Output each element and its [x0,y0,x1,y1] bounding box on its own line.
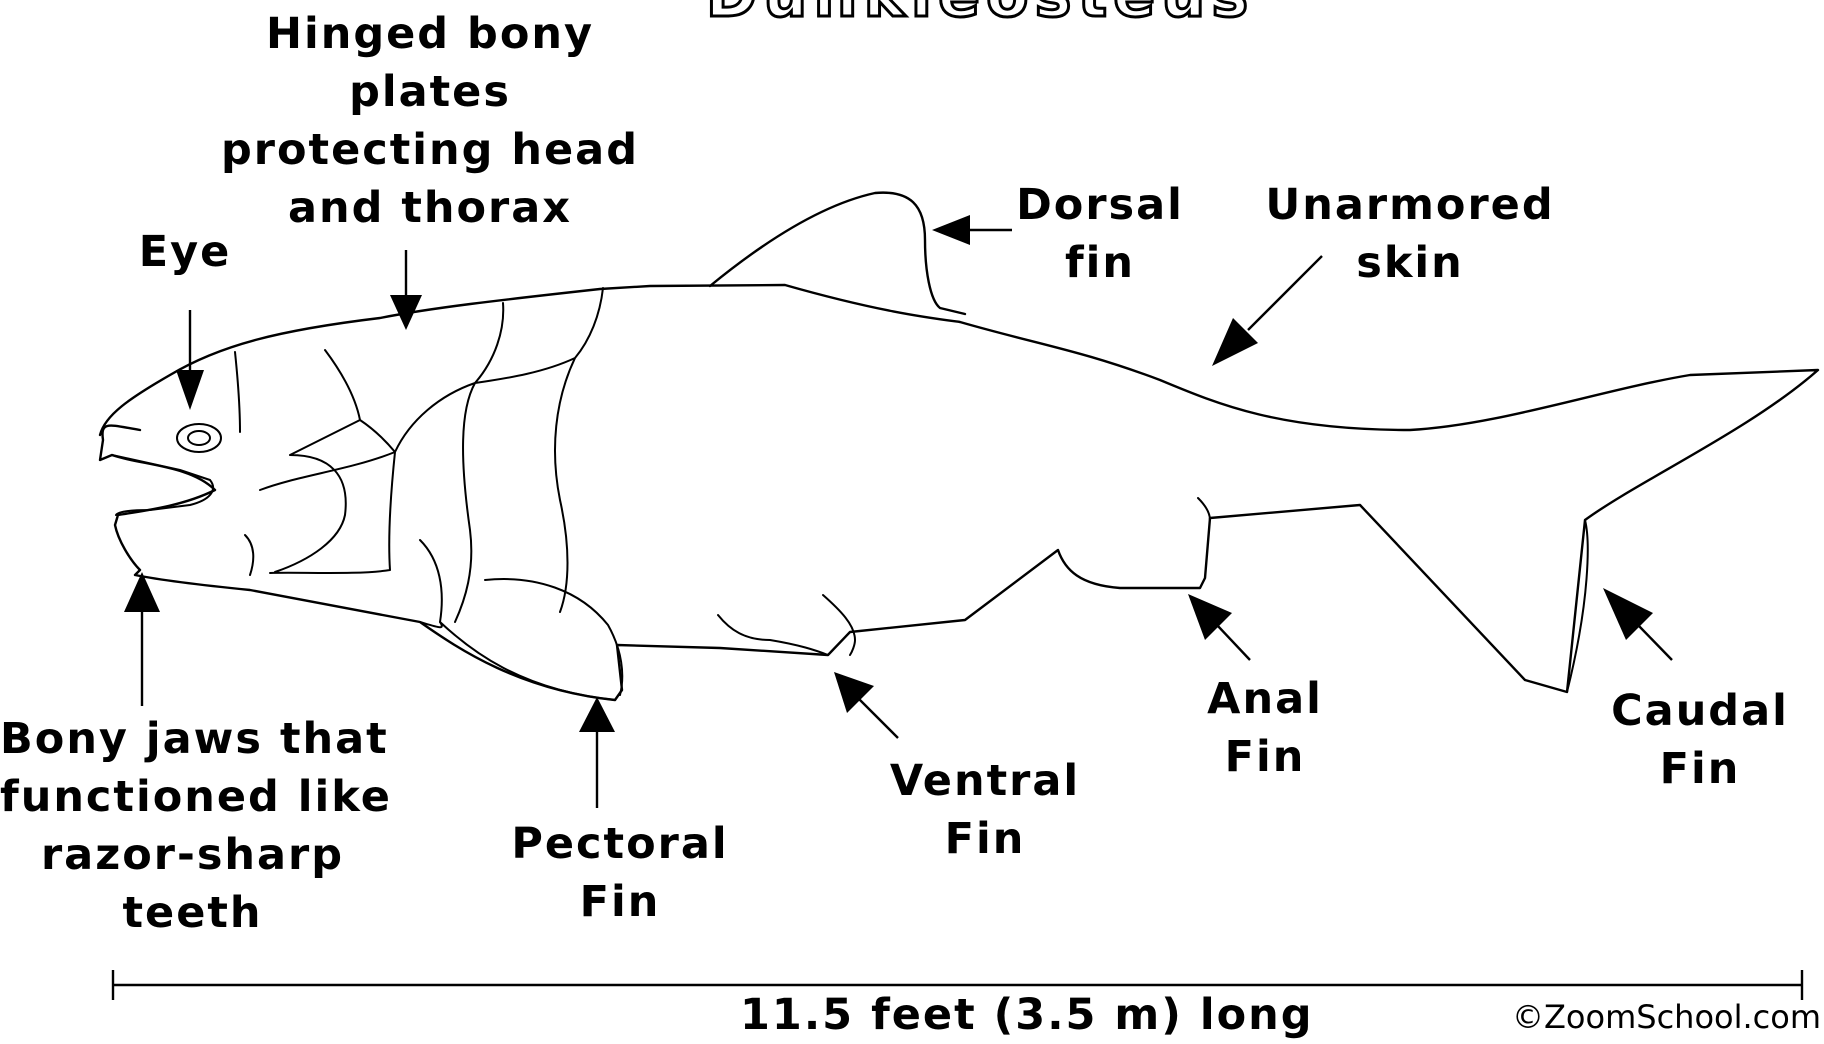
fish-body-outline [100,285,1818,700]
label-caudal-fin: Caudal Fin [1600,682,1800,798]
label-eye: Eye [120,223,250,281]
anal-fin-outline [1198,498,1210,520]
head-plate-lines [235,288,603,627]
label-pectoral-fin: Pectoral Fin [505,815,735,931]
dorsal-fin-outline [710,193,965,314]
ventral-fin-outline [718,595,855,655]
arrow-jaws [124,572,160,706]
arrow-pectoral [579,697,615,808]
scale-label: 11.5 feet (3.5 m) long [740,990,1314,1040]
copyright-notice: ©ZoomSchool.com [1512,998,1821,1036]
label-unarmored-skin: Unarmored skin [1260,176,1560,292]
label-anal-fin: Anal Fin [1180,670,1350,786]
label-dorsal-fin: Dorsal fin [1000,176,1200,292]
fish-eye [177,424,221,452]
label-bony-jaws: Bony jaws that functioned like razor-sha… [0,710,385,942]
jaw-outline [112,455,213,515]
arrow-anal [1188,594,1250,660]
arrow-plates [390,250,422,330]
label-hinged-plates: Hinged bony plates protecting head and t… [220,5,640,237]
label-ventral-fin: Ventral Fin [880,752,1090,868]
arrow-caudal [1603,588,1672,660]
arrow-ventral [834,672,898,738]
